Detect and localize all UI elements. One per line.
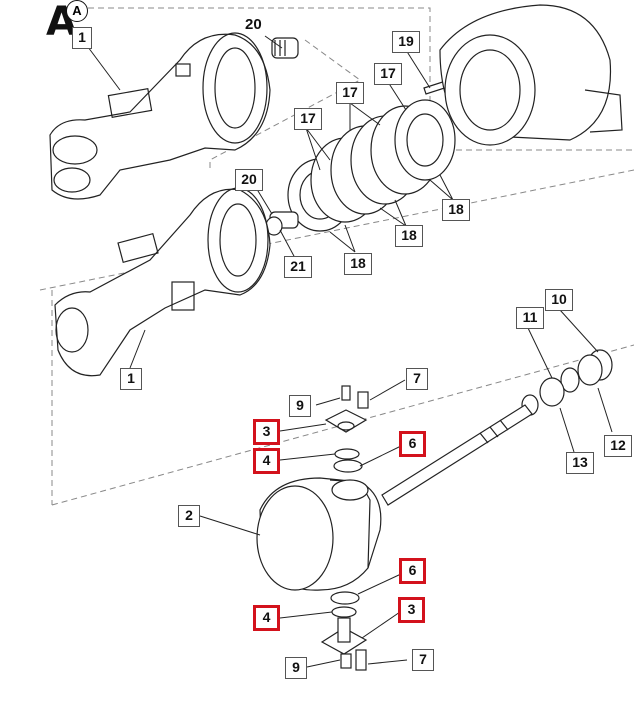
callout-6-top: 6 bbox=[399, 431, 426, 457]
callout-3-top: 3 bbox=[253, 419, 280, 445]
callout-9-bottom: 9 bbox=[285, 657, 307, 679]
callout-20-top: 20 bbox=[245, 16, 262, 33]
view-circle-a: A bbox=[66, 0, 88, 22]
kingpin-bottom-stack bbox=[320, 591, 368, 671]
callout-19: 19 bbox=[392, 31, 420, 53]
callout-20-mid: 20 bbox=[235, 169, 263, 191]
callout-6-bottom: 6 bbox=[399, 558, 426, 584]
callout-10: 10 bbox=[545, 289, 573, 311]
callout-1-mid: 1 bbox=[120, 368, 142, 390]
drive-housing-right bbox=[439, 4, 623, 146]
kingpin-top-stack bbox=[324, 385, 369, 473]
bearing-set bbox=[521, 349, 613, 416]
axle-housing-mid bbox=[54, 187, 271, 377]
callout-18-c: 18 bbox=[344, 253, 372, 275]
callout-7-top: 7 bbox=[406, 368, 428, 390]
callout-18-b: 18 bbox=[395, 225, 423, 247]
callout-18-a: 18 bbox=[442, 199, 470, 221]
callout-17-b: 17 bbox=[336, 82, 364, 104]
callout-4-top: 4 bbox=[253, 448, 280, 474]
callout-17-a: 17 bbox=[374, 63, 402, 85]
pin-20-mid bbox=[265, 211, 299, 236]
callout-3-bottom: 3 bbox=[398, 597, 425, 623]
callout-4-bottom: 4 bbox=[253, 605, 280, 631]
callout-7-bottom: 7 bbox=[412, 649, 434, 671]
drive-shaft bbox=[381, 404, 533, 506]
callout-13: 13 bbox=[566, 452, 594, 474]
callout-1-top: 1 bbox=[72, 27, 92, 49]
callout-17-c: 17 bbox=[294, 108, 322, 130]
brake-discs bbox=[287, 99, 456, 232]
callout-12: 12 bbox=[604, 435, 632, 457]
callout-11: 11 bbox=[516, 307, 544, 329]
callout-9-top: 9 bbox=[289, 395, 311, 417]
hub-assembly-2 bbox=[256, 477, 382, 591]
axle-housing-top bbox=[49, 32, 271, 200]
callout-21: 21 bbox=[284, 256, 312, 278]
pin-20-top bbox=[271, 37, 299, 59]
callout-2: 2 bbox=[178, 505, 200, 527]
